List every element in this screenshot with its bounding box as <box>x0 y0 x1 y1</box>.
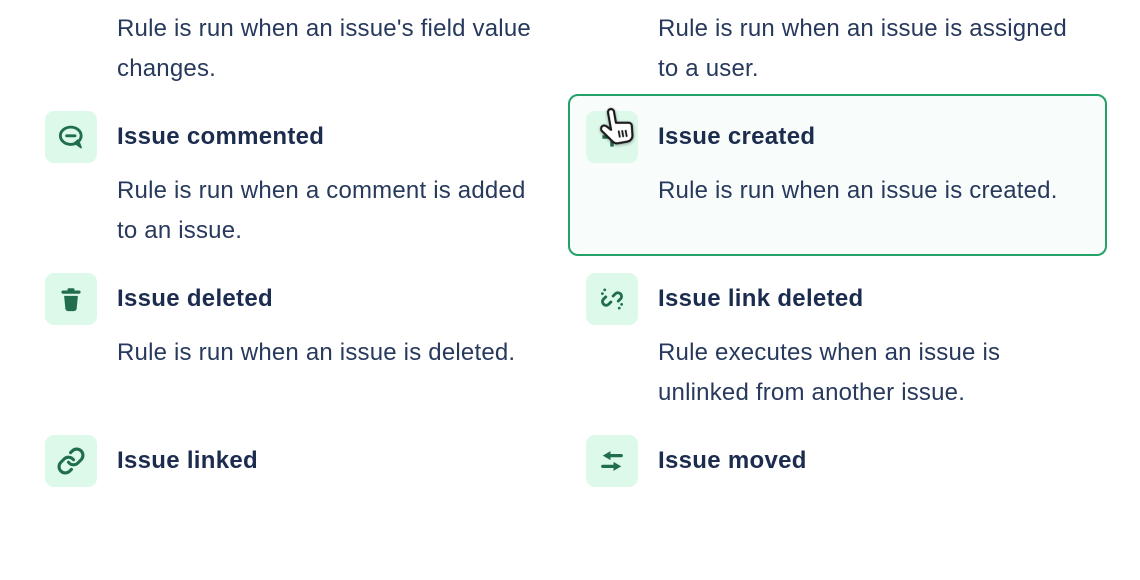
card-header <box>45 0 541 1</box>
link-broken-icon <box>586 273 638 325</box>
trigger-title: Issue created <box>658 123 816 150</box>
card-header <box>586 0 1089 1</box>
trigger-title: Issue moved <box>658 447 807 474</box>
trigger-description: Rule executes when an issue is unlinked … <box>658 339 1001 406</box>
card-header: Issue moved <box>586 435 1089 487</box>
trigger-title: Issue link deleted <box>658 285 864 312</box>
arrows-left-right-icon <box>586 435 638 487</box>
trigger-card-issue-link-deleted[interactable]: Issue link deleted Rule executes when an… <box>568 256 1107 418</box>
trash-icon <box>45 273 97 325</box>
card-header: Issue created <box>586 111 1089 163</box>
comment-icon <box>45 111 97 163</box>
trigger-description: Rule is run when an issue's field value … <box>117 15 531 82</box>
trigger-description: Rule is run when an issue is created. <box>658 177 1058 204</box>
trigger-card-issue-moved[interactable]: Issue moved <box>568 418 1107 580</box>
trigger-description: Rule is run when a comment is added to a… <box>117 177 526 244</box>
trigger-card-issue-deleted[interactable]: Issue deleted Rule is run when an issue … <box>27 256 559 418</box>
trigger-card-issue-created[interactable]: Issue created Rule is run when an issue … <box>568 94 1107 256</box>
trigger-description: Rule is run when an issue is assigned to… <box>658 15 1067 82</box>
trigger-card-field-value-changed[interactable]: Rule is run when an issue's field value … <box>27 0 559 94</box>
card-header: Issue linked <box>45 435 541 487</box>
card-header: Issue link deleted <box>586 273 1089 325</box>
trigger-title: Issue commented <box>117 123 325 150</box>
link-icon <box>45 435 97 487</box>
trigger-options-grid: Rule is run when an issue's field value … <box>27 0 1140 580</box>
card-header: Issue commented <box>45 111 541 163</box>
card-header: Issue deleted <box>45 273 541 325</box>
trigger-description: Rule is run when an issue is deleted. <box>117 339 516 366</box>
trigger-card-issue-linked[interactable]: Issue linked <box>27 418 559 580</box>
trigger-card-issue-commented[interactable]: Issue commented Rule is run when a comme… <box>27 94 559 256</box>
plus-icon <box>586 111 638 163</box>
trigger-card-issue-assigned[interactable]: Rule is run when an issue is assigned to… <box>568 0 1107 94</box>
trigger-title: Issue linked <box>117 447 258 474</box>
trigger-title: Issue deleted <box>117 285 273 312</box>
